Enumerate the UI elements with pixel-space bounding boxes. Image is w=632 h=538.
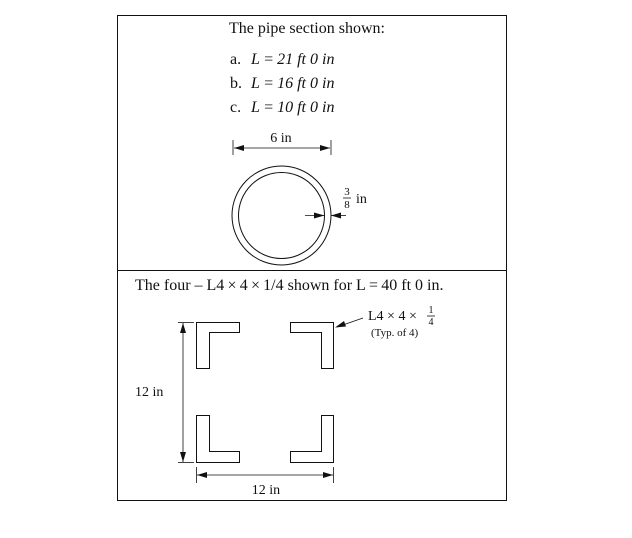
diameter-dimension: 6 in xyxy=(232,131,332,155)
angles-panel: The four – L4 × 4 × 1/4 shown for L = 40… xyxy=(135,277,443,498)
angles-heading: The four – L4 × 4 × 1/4 shown for L = 40… xyxy=(135,277,443,294)
angle-thickness-denominator: 4 xyxy=(429,317,434,328)
diameter-label: 6 in xyxy=(270,131,291,146)
height-label: 12 in xyxy=(135,385,163,400)
height-dimension: 12 in xyxy=(135,322,194,463)
pipe-heading: The pipe section shown: xyxy=(229,20,385,37)
angle-top-right xyxy=(290,322,334,369)
angle-bottom-left xyxy=(196,415,240,463)
thickness-unit: in xyxy=(356,192,367,207)
case-b-letter: b. xyxy=(230,75,242,92)
angle-callout: L4 × 4 × 1 4 (Typ. of 4) xyxy=(335,305,435,339)
angle-thickness-numerator: 1 xyxy=(429,305,434,316)
angle-top-left xyxy=(196,322,240,369)
thickness-dimension: 3 8 in xyxy=(305,186,367,219)
thickness-numerator: 3 xyxy=(344,186,350,198)
angle-typical-note: (Typ. of 4) xyxy=(371,327,419,339)
case-c-length: L = 10 ft 0 in xyxy=(250,99,334,116)
case-list: a. L = 21 ft 0 in b. L = 16 ft 0 in c. L… xyxy=(230,51,334,116)
angle-designation: L4 × 4 × xyxy=(368,309,417,324)
pipe-panel: The pipe section shown: a. L = 21 ft 0 i… xyxy=(229,20,385,266)
case-a-length: L = 21 ft 0 in xyxy=(250,51,334,68)
width-label: 12 in xyxy=(252,483,280,498)
case-a-letter: a. xyxy=(230,51,241,68)
thickness-denominator: 8 xyxy=(344,199,350,211)
angle-bottom-right xyxy=(290,415,334,463)
width-dimension: 12 in xyxy=(196,467,334,498)
case-b-length: L = 16 ft 0 in xyxy=(250,75,334,92)
figure-frame xyxy=(117,15,507,501)
case-c-letter: c. xyxy=(230,99,241,116)
